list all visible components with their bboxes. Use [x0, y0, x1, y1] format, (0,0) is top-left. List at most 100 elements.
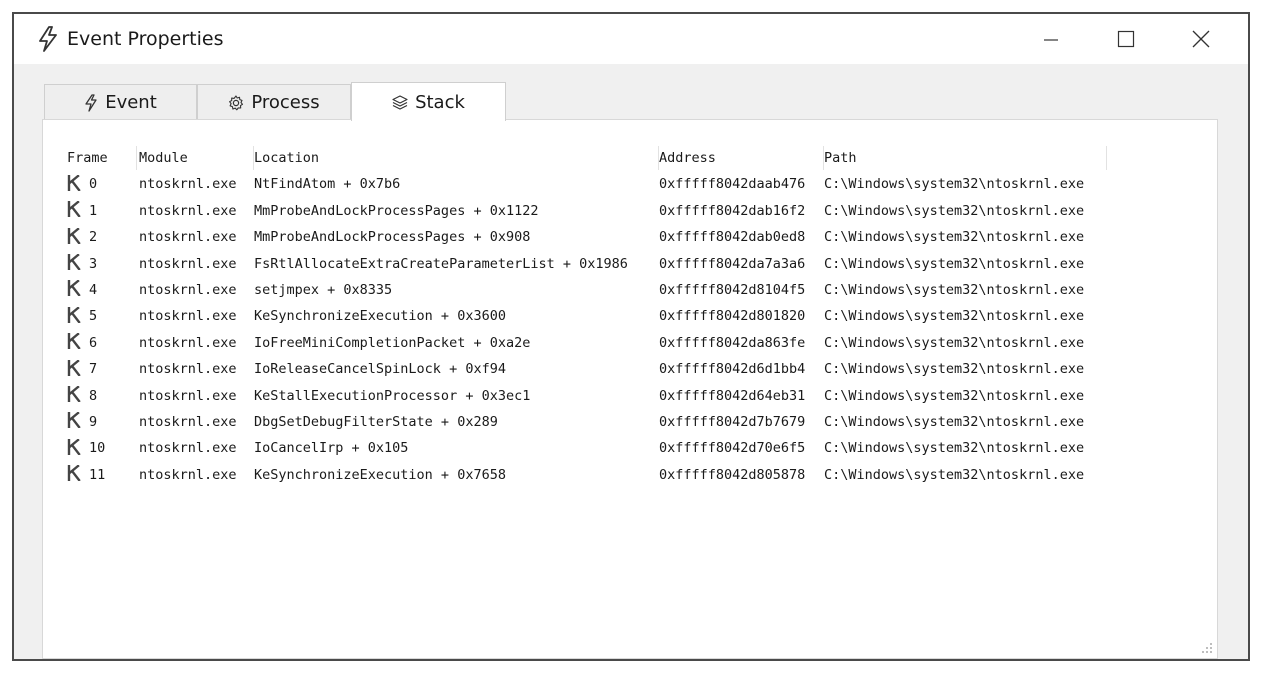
maximize-button[interactable]: [1096, 14, 1156, 64]
path-cell: C:\Windows\system32\ntoskrnl.exe: [824, 255, 1085, 272]
kernel-frame-icon: [67, 254, 81, 271]
kernel-frame-icon: [67, 465, 81, 482]
address-cell: 0xfffff8042d8104f5: [659, 281, 806, 298]
address-cell: 0xfffff8042da863fe: [659, 334, 806, 351]
frame-number: 9: [89, 413, 98, 430]
frame-cell: 2: [67, 225, 137, 249]
tab-label: Stack: [415, 91, 465, 113]
lightning-icon: [36, 26, 60, 52]
frame-number: 0: [89, 176, 98, 193]
tab-label: Process: [251, 92, 320, 113]
tab-stack[interactable]: Stack: [351, 82, 506, 121]
column-header-module[interactable]: Module: [139, 146, 254, 170]
resize-grip-icon[interactable]: [1201, 642, 1213, 654]
frame-number: 3: [89, 255, 98, 272]
frame-number: 1: [89, 202, 98, 219]
window-title: Event Properties: [67, 28, 224, 50]
location-cell: KeSynchronizeExecution + 0x3600: [254, 308, 506, 325]
tab-event[interactable]: Event: [44, 84, 197, 120]
address-cell: 0xfffff8042d64eb31: [659, 387, 806, 404]
address-cell: 0xfffff8042d7b7679: [659, 413, 806, 430]
column-header-location[interactable]: Location: [254, 146, 659, 170]
minimize-button[interactable]: [1021, 14, 1081, 64]
frame-cell: 5: [67, 304, 137, 328]
column-header-address[interactable]: Address: [659, 146, 824, 170]
frame-cell: 7: [67, 357, 137, 381]
frame-number: 4: [89, 281, 98, 298]
address-cell: 0xfffff8042dab0ed8: [659, 229, 806, 246]
address-cell: 0xfffff8042daab476: [659, 176, 806, 193]
path-cell: C:\Windows\system32\ntoskrnl.exe: [824, 440, 1085, 457]
path-cell: C:\Windows\system32\ntoskrnl.exe: [824, 334, 1085, 351]
path-cell: C:\Windows\system32\ntoskrnl.exe: [824, 308, 1085, 325]
module-cell: ntoskrnl.exe: [139, 440, 237, 457]
tab-label: Event: [105, 92, 157, 113]
frame-cell: 9: [67, 410, 137, 434]
kernel-frame-icon: [67, 227, 81, 244]
kernel-frame-icon: [67, 438, 81, 455]
event-properties-window: Event Properties Event: [12, 12, 1250, 661]
location-cell: FsRtlAllocateExtraCreateParameterList + …: [254, 255, 628, 272]
path-cell: C:\Windows\system32\ntoskrnl.exe: [824, 281, 1085, 298]
path-cell: C:\Windows\system32\ntoskrnl.exe: [824, 202, 1085, 219]
location-cell: IoCancelIrp + 0x105: [254, 440, 409, 457]
frame-number: 11: [89, 466, 106, 483]
column-header-path[interactable]: Path: [824, 146, 1107, 170]
location-cell: NtFindAtom + 0x7b6: [254, 176, 401, 193]
tab-process[interactable]: Process: [197, 84, 351, 120]
frame-cell: 0: [67, 172, 137, 196]
column-header-frame[interactable]: Frame: [67, 146, 137, 170]
location-cell: IoFreeMiniCompletionPacket + 0xa2e: [254, 334, 531, 351]
title-bar[interactable]: Event Properties: [14, 14, 1248, 64]
frame-number: 10: [89, 440, 106, 457]
maximize-icon: [1117, 30, 1135, 48]
close-icon: [1192, 30, 1210, 48]
frame-cell: 10: [67, 436, 137, 460]
frame-cell: 4: [67, 278, 137, 302]
lightning-icon: [85, 93, 97, 112]
close-button[interactable]: [1171, 14, 1231, 64]
module-cell: ntoskrnl.exe: [139, 466, 237, 483]
module-cell: ntoskrnl.exe: [139, 176, 237, 193]
address-cell: 0xfffff8042d801820: [659, 308, 806, 325]
kernel-frame-icon: [67, 359, 81, 376]
frame-number: 2: [89, 229, 98, 246]
path-cell: C:\Windows\system32\ntoskrnl.exe: [824, 466, 1085, 483]
frame-cell: 3: [67, 252, 137, 276]
address-cell: 0xfffff8042da7a3a6: [659, 255, 806, 272]
frame-number: 5: [89, 308, 98, 325]
module-cell: ntoskrnl.exe: [139, 229, 237, 246]
stack-panel: Frame Module Location Address Path 0 ntos…: [42, 119, 1218, 659]
frame-cell: 6: [67, 331, 137, 355]
location-cell: KeSynchronizeExecution + 0x7658: [254, 466, 506, 483]
frame-cell: 8: [67, 384, 137, 408]
module-cell: ntoskrnl.exe: [139, 202, 237, 219]
location-cell: DbgSetDebugFilterState + 0x289: [254, 413, 498, 430]
address-cell: 0xfffff8042d70e6f5: [659, 440, 806, 457]
module-cell: ntoskrnl.exe: [139, 308, 237, 325]
kernel-frame-icon: [67, 280, 81, 297]
path-cell: C:\Windows\system32\ntoskrnl.exe: [824, 229, 1085, 246]
location-cell: KeStallExecutionProcessor + 0x3ec1: [254, 387, 531, 404]
kernel-frame-icon: [67, 174, 81, 191]
kernel-frame-icon: [67, 386, 81, 403]
kernel-frame-icon: [67, 412, 81, 429]
address-cell: 0xfffff8042dab16f2: [659, 202, 806, 219]
kernel-frame-icon: [67, 201, 81, 218]
module-cell: ntoskrnl.exe: [139, 361, 237, 378]
location-cell: MmProbeAndLockProcessPages + 0x908: [254, 229, 531, 246]
frame-cell: 11: [67, 463, 137, 487]
module-cell: ntoskrnl.exe: [139, 387, 237, 404]
frame-number: 7: [89, 361, 98, 378]
path-cell: C:\Windows\system32\ntoskrnl.exe: [824, 413, 1085, 430]
module-cell: ntoskrnl.exe: [139, 281, 237, 298]
minimize-icon: [1044, 39, 1058, 41]
frame-cell: 1: [67, 199, 137, 223]
frame-number: 6: [89, 334, 98, 351]
module-cell: ntoskrnl.exe: [139, 334, 237, 351]
gear-icon: [229, 94, 244, 110]
path-cell: C:\Windows\system32\ntoskrnl.exe: [824, 176, 1085, 193]
path-cell: C:\Windows\system32\ntoskrnl.exe: [824, 387, 1085, 404]
module-cell: ntoskrnl.exe: [139, 413, 237, 430]
path-cell: C:\Windows\system32\ntoskrnl.exe: [824, 361, 1085, 378]
